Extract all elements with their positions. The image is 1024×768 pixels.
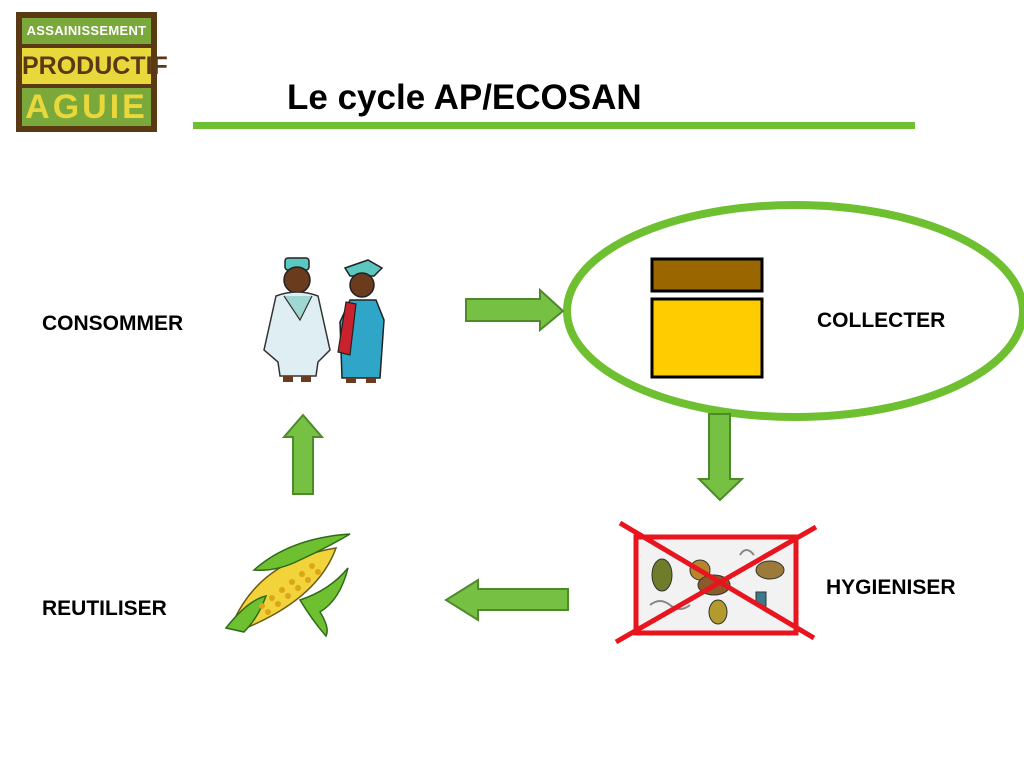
arrow-up <box>281 413 325 495</box>
people-icon <box>263 257 385 383</box>
logo-line1: ASSAINISSEMENT <box>22 18 151 44</box>
arrow-left <box>444 578 569 622</box>
logo: ASSAINISSEMENT PRODUCTIF AGUIE <box>16 12 168 132</box>
collect-highlight-ellipse <box>563 201 1024 421</box>
container-icon <box>650 257 764 379</box>
corn-icon <box>224 533 351 638</box>
page-title: Le cycle AP/ECOSAN <box>287 78 642 117</box>
title-underline <box>193 122 915 129</box>
label-consommer: CONSOMMER <box>42 312 184 335</box>
label-collecter: COLLECTER <box>817 309 946 332</box>
label-hygieniser: HYGIENISER <box>826 576 956 599</box>
arrow-right <box>465 287 565 333</box>
logo-line3: AGUIE <box>22 88 151 126</box>
arrow-down <box>696 413 745 502</box>
label-reutiliser: REUTILISER <box>42 597 167 620</box>
logo-line2: PRODUCTIF <box>22 48 168 84</box>
germs-crossed-icon <box>614 520 818 645</box>
